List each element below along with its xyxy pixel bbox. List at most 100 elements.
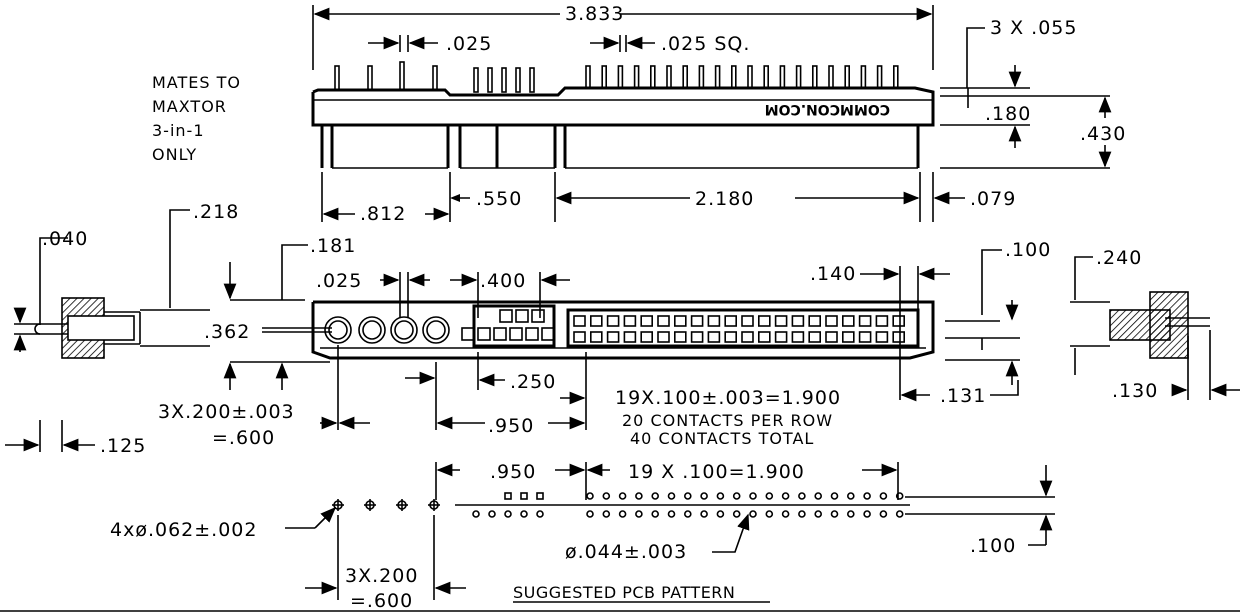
signal-contact [589, 315, 603, 327]
signal-contact [690, 331, 704, 343]
signal-contact [774, 315, 788, 327]
pcb-signal-hole [895, 492, 904, 500]
overall-length-label: 3.833 [565, 3, 624, 25]
signal-contact [774, 331, 788, 343]
pcb-signal-hole [846, 492, 855, 500]
pcb-signal-hole [635, 492, 643, 500]
signal-contact [657, 331, 670, 343]
dim-218-label: .218 [193, 201, 239, 223]
dim-131-label: .131 [940, 385, 986, 407]
pcb-signal-hole [732, 510, 741, 518]
dim-140-label: .140 [810, 263, 856, 285]
dim-240-label: .240 [1096, 247, 1142, 269]
pcb-middle-hole [504, 492, 512, 500]
pcb-signal-holes-label: ø.044±.003 [565, 541, 687, 563]
pcb-signal-hole [651, 510, 660, 518]
signal-contact [690, 315, 704, 327]
right-side-view: .240 .130 [1070, 247, 1240, 402]
signal-contact [741, 315, 754, 327]
top-signal-pin [633, 65, 640, 89]
pcb-signal-hole [830, 510, 839, 518]
top-signal-pin [828, 65, 834, 89]
seg-550-label: .550 [476, 188, 522, 210]
top-signal-pin [682, 65, 689, 89]
top-signal-pin [892, 65, 899, 89]
signal-contact [875, 331, 889, 343]
pcb-dim-950-label: .950 [490, 461, 536, 483]
signal-contact [707, 315, 721, 327]
pcb-signal-hole [749, 492, 757, 500]
pin-square-label: .025 SQ. [661, 33, 750, 55]
dim-181-label: .181 [310, 235, 356, 257]
top-signal-pin [860, 65, 867, 89]
pcb-row-spacing-label: .100 [970, 535, 1016, 557]
top-middle-pins [473, 67, 535, 93]
pin-width-label: .025 [446, 33, 492, 55]
pcb-power-holes [332, 499, 440, 511]
pcb-signal-hole [863, 492, 871, 500]
pcb-signal-hole [683, 510, 692, 518]
dim-250-label: .250 [510, 371, 556, 393]
pcb-signal-hole [700, 510, 708, 518]
pcb-signal-hole [781, 492, 790, 500]
signal-contact [757, 315, 771, 327]
top-signal-pin [795, 65, 802, 89]
dim-100-label: .100 [1005, 239, 1051, 261]
top-signal-pin [585, 65, 591, 89]
signal-contact [640, 331, 654, 343]
power-contacts [262, 316, 450, 344]
top-signal-pin [649, 65, 656, 89]
signal-contact [606, 331, 620, 343]
power-pitch-total-label: =.600 [212, 427, 275, 449]
top-signal-pin [617, 65, 624, 89]
signal-contact [825, 331, 838, 343]
seg-812-label: .812 [360, 203, 406, 225]
top-signal-pin [844, 65, 851, 89]
pcb-signal-hole [765, 510, 774, 518]
signal-contact [573, 315, 586, 327]
pcb-signal-hole [618, 492, 627, 500]
contacts-total-label: 40 CONTACTS TOTAL [630, 429, 814, 448]
height-430-label: .430 [1080, 123, 1126, 145]
top-signal-pin [601, 65, 608, 89]
signal-contact [808, 331, 822, 343]
mates-note-line-3: 3-in-1 [152, 121, 205, 140]
pcb-signal-hole [830, 492, 839, 500]
top-signal-pin [666, 65, 672, 89]
pcb-signal-hole [765, 492, 774, 500]
dim-950-label: .950 [488, 415, 534, 437]
pcb-middle-hole [504, 510, 512, 518]
signal-contact-block [566, 308, 920, 348]
pcb-signal-holes [472, 492, 904, 518]
pcb-signal-hole [683, 492, 692, 500]
dim-400-label: .400 [480, 270, 526, 292]
pcb-power-pitch-total-label: =.600 [350, 590, 413, 612]
top-signal-pin [811, 65, 818, 89]
mates-note-line-1: MATES TO [152, 73, 241, 92]
pcb-signal-hole [635, 510, 643, 518]
pcb-signal-hole [814, 510, 823, 518]
left-side-view: .040 .218 .125 [5, 201, 239, 457]
signal-contact [757, 331, 771, 343]
top-power-pins [334, 61, 438, 91]
signal-contact [707, 331, 721, 343]
pcb-signal-hole [618, 510, 627, 518]
top-signal-pins [585, 65, 899, 89]
signal-contact [841, 331, 855, 343]
top-signal-pin [876, 65, 883, 89]
contacts-per-row-label: 20 CONTACTS PER ROW [622, 411, 833, 430]
pcb-signal-hole [895, 510, 904, 518]
seg-2180-label: 2.180 [695, 188, 754, 210]
pcb-title: SUGGESTED PCB PATTERN [513, 583, 735, 602]
power-pitch-label: 3X.200±.003 [158, 401, 295, 423]
signal-contact [858, 315, 872, 327]
signal-contact [825, 315, 838, 327]
pcb-middle-hole [520, 510, 528, 518]
signal-contact [673, 315, 687, 327]
signal-contact [657, 315, 670, 327]
mates-note-line-2: MAXTOR [152, 97, 227, 116]
dim-025-label: .025 [316, 270, 362, 292]
pcb-signal-pitch-label: 19 X .100=1.900 [628, 461, 805, 483]
pcb-signal-hole [602, 492, 611, 500]
